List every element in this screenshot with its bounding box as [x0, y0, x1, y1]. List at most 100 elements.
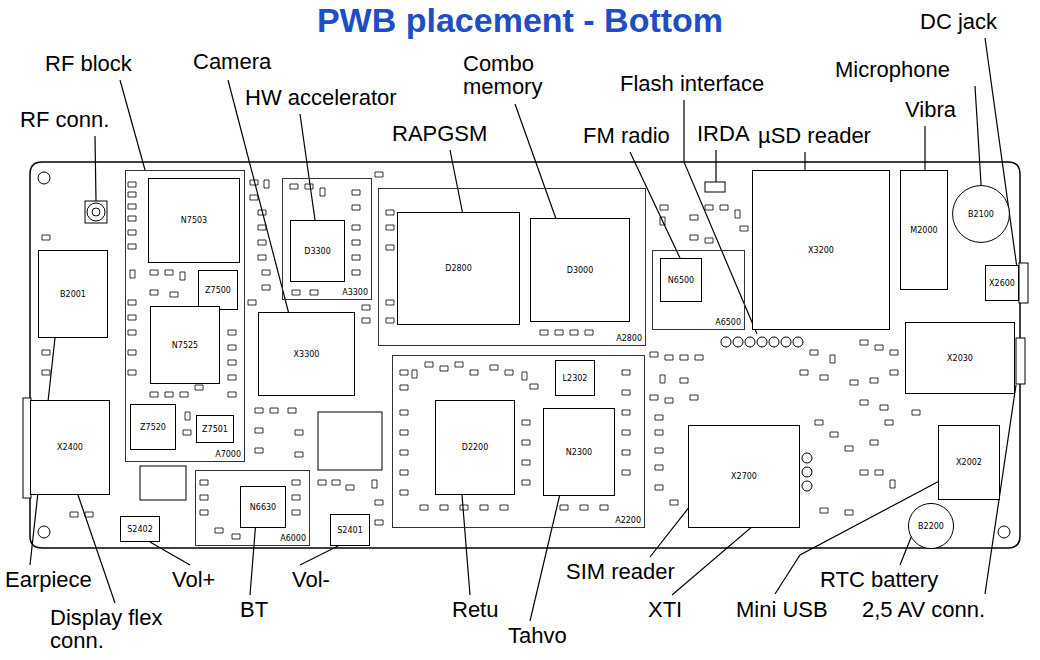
mounting-hole [38, 526, 50, 538]
test-point [721, 337, 731, 347]
shield-can: A2200 D2200 L2302N2300 [392, 355, 645, 528]
component-outline: D3000 [530, 218, 630, 322]
ref-designator: N6630 [249, 503, 277, 512]
ref-designator: D3000 [566, 266, 595, 275]
test-point [757, 337, 767, 347]
leader-line [150, 542, 190, 565]
callout-label: DC jack [920, 10, 997, 34]
circle-outline [953, 186, 1010, 243]
ref-designator: X2030 [946, 354, 974, 363]
ref-designator: N6500 [667, 276, 695, 285]
mounting-hole [38, 172, 50, 184]
test-point [802, 453, 812, 463]
test-point [745, 337, 755, 347]
callout-label: Retu [452, 598, 498, 622]
callout-label: Vibra [905, 98, 956, 122]
dc-jack-tab [1019, 263, 1028, 303]
callout-label: Flash interface [620, 72, 764, 96]
callout-label: Mini USB [736, 598, 828, 622]
round-component: B2100 [952, 185, 1010, 243]
ref-designator: S2402 [126, 525, 153, 534]
leader-line [975, 86, 982, 200]
rf-connector-pad [85, 201, 107, 223]
component-outline: N6630 [240, 486, 286, 528]
callout-label: Camera [193, 50, 271, 74]
rf-connector [87, 203, 105, 221]
component-outline: Z7500 [198, 270, 238, 310]
ref-designator: X3200 [807, 246, 835, 255]
shield-can: A7000 N7503Z7500N7525Z7520 Z7501 [125, 170, 245, 462]
component-outline: D2200 [435, 400, 515, 495]
ref-designator: L2302 [562, 374, 589, 383]
shield-can: A6000N6630 [195, 470, 310, 546]
rf-connector [92, 208, 100, 216]
leader-lines [30, 38, 1017, 621]
leader-line [630, 152, 680, 258]
irda-outline [705, 182, 725, 192]
diagram-title: PWB placement - Bottom [0, 0, 1040, 40]
leader-line [515, 104, 560, 230]
ref-designator: X2400 [56, 443, 84, 452]
component-outline: X2600 [985, 265, 1019, 301]
ref-designator: A2800 [615, 334, 643, 343]
callout-label: Microphone [835, 58, 950, 82]
callout-label: 2,5 AV conn. [862, 598, 985, 622]
av-conn-tab [1016, 338, 1025, 384]
ref-designator: X2700 [730, 472, 758, 481]
ref-designator: A6500 [714, 318, 742, 327]
component-outline: X2400 [30, 400, 110, 495]
component-outline: N7525 [150, 306, 220, 384]
component-outline: D2800 [397, 212, 520, 325]
callout-label: RTC battery [820, 568, 938, 592]
test-point [802, 467, 812, 477]
callout-label: XTI [648, 598, 682, 622]
board-outline [30, 162, 1020, 548]
ref-designator: X2600 [988, 279, 1016, 288]
component-outline: M2000 [900, 170, 948, 290]
callout-label: Vol+ [172, 568, 215, 592]
test-point [793, 337, 803, 347]
leader-line [300, 546, 338, 565]
test-point [781, 337, 791, 347]
callout-label: BT [240, 598, 268, 622]
callout-label: Tahvo [508, 624, 567, 648]
component-outline: S2401 [330, 514, 370, 546]
callout-label: Earpiece [5, 568, 92, 592]
callout-label: Vol- [292, 568, 330, 592]
ref-designator: Z7501 [201, 425, 229, 434]
ref-designator: B2100 [967, 210, 995, 219]
leader-line [715, 150, 716, 182]
component-outline: D3300 [290, 220, 345, 282]
ref-designator: A7000 [214, 450, 242, 459]
component-outline: S2402 [120, 516, 160, 542]
shield-can: A6500 N6500 [652, 250, 745, 330]
flash-test-points [721, 337, 803, 347]
ref-designator: D2200 [461, 443, 490, 452]
circle-outline [908, 503, 953, 548]
callout-label: IRDA [697, 122, 750, 146]
ref-designator: A2200 [614, 516, 642, 525]
callout-label: RF block [45, 52, 132, 76]
component-outline: X3200 [752, 170, 890, 330]
component-outline: Z7501 [196, 415, 234, 443]
component-outline: X2030 [905, 322, 1015, 394]
callout-label: FM radio [583, 124, 670, 148]
ref-designator: M2000 [909, 226, 938, 235]
ref-designator: N2300 [565, 448, 593, 457]
component-outline: N7503 [148, 178, 240, 263]
component-outline: N6500 [660, 258, 702, 302]
callout-label: RAPGSM [392, 122, 487, 146]
component-outline: B2001 [38, 250, 108, 338]
camera-flex-outline [318, 412, 382, 470]
component-outline: N2300 [543, 408, 615, 496]
ref-designator: Z7520 [139, 423, 167, 432]
shield-can: A2800 D2800 D3000 [378, 188, 646, 346]
callout-label: HW accelerator [245, 86, 397, 110]
ref-designator: D2800 [444, 264, 473, 273]
test-point [802, 481, 812, 491]
ref-designator: S2401 [336, 526, 363, 535]
ref-designator: D3300 [303, 247, 332, 256]
ref-designator: B2001 [59, 290, 87, 299]
callout-label: Combo memory [463, 52, 563, 98]
